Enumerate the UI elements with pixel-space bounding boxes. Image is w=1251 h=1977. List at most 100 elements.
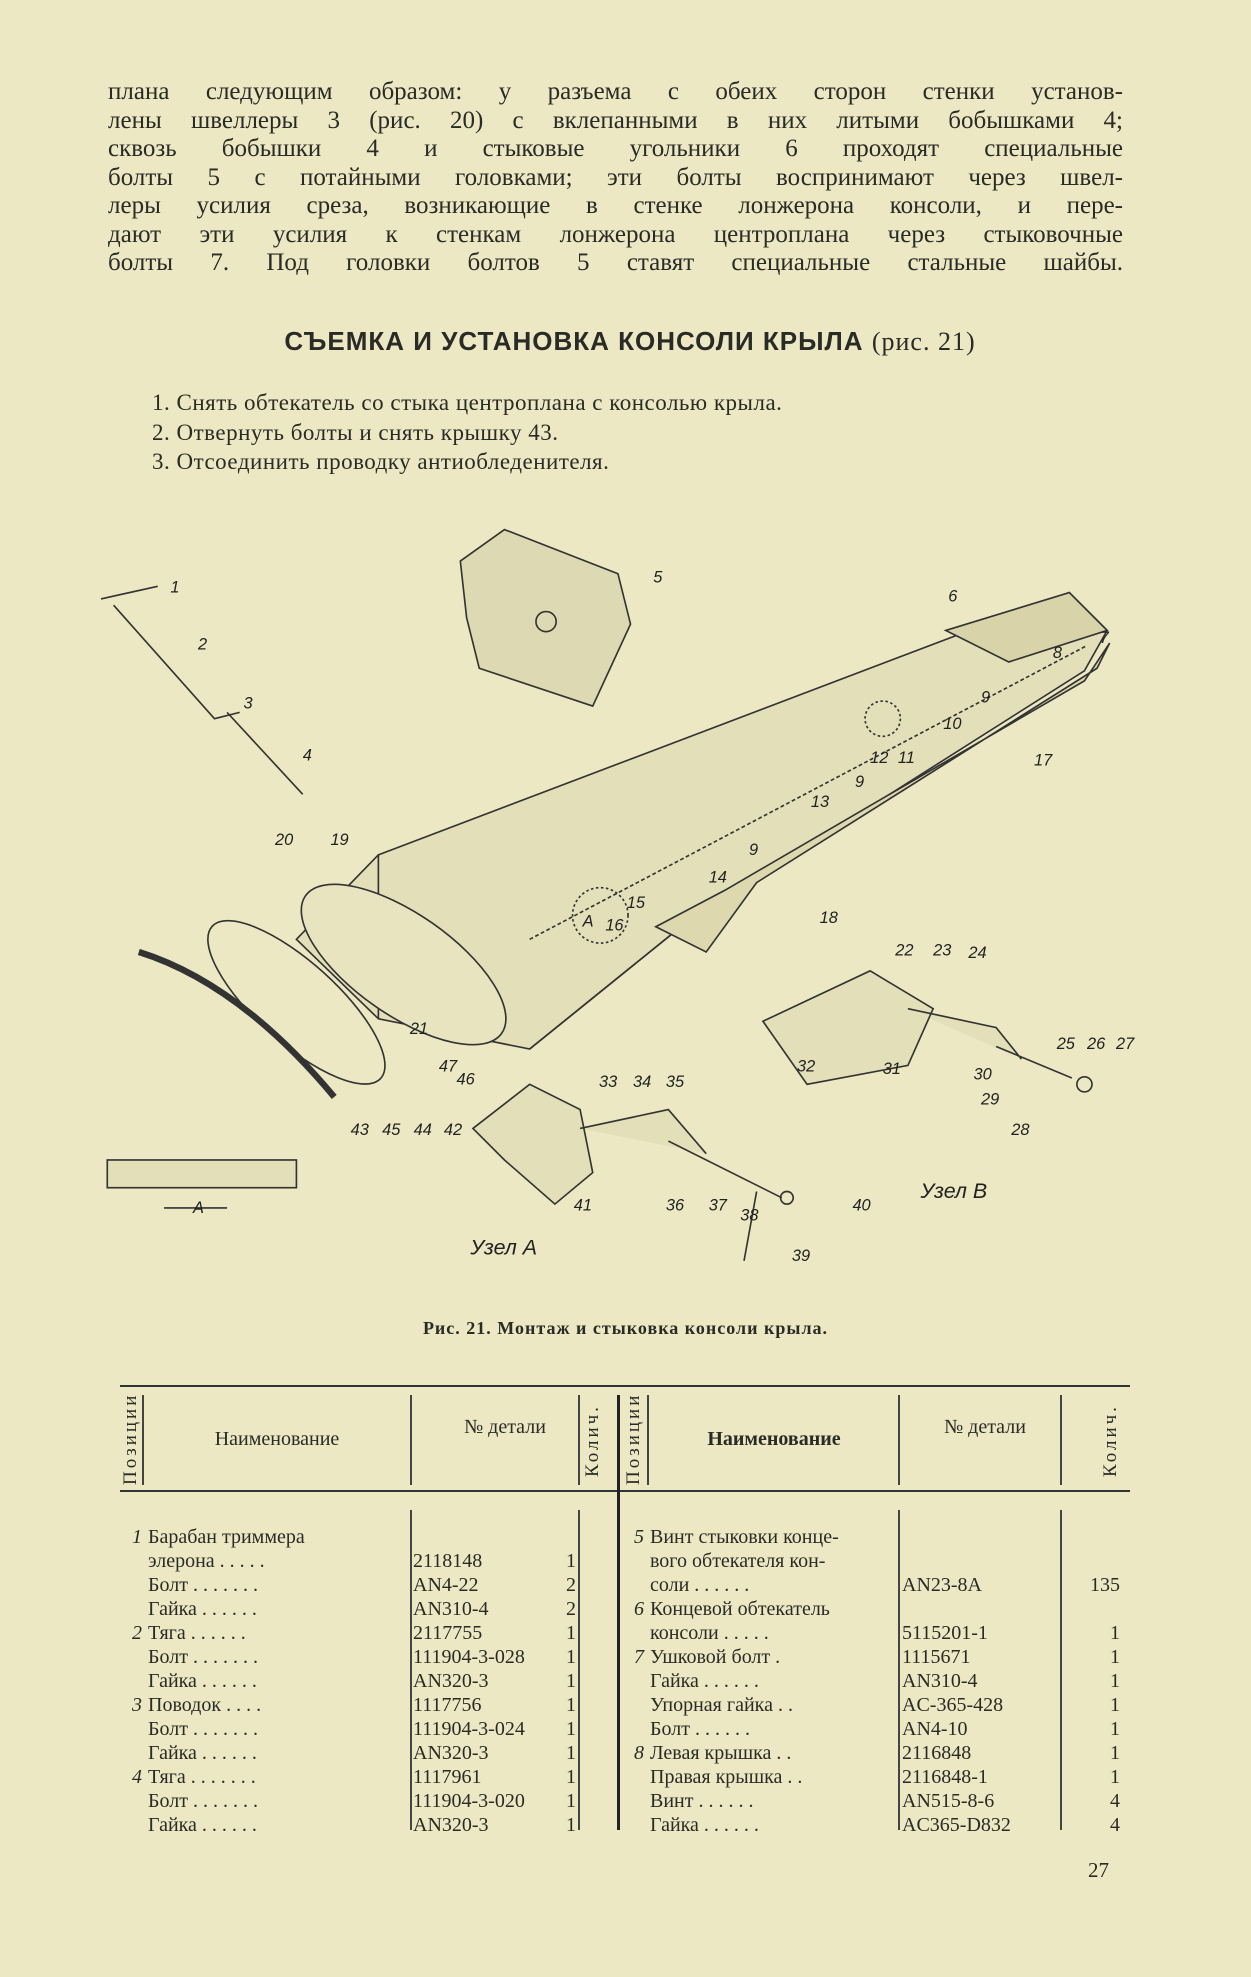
table-top-rule: [120, 1385, 1130, 1387]
callout-label: 3: [243, 695, 252, 713]
callout-label: 24: [967, 944, 986, 962]
quantity-cell: 2: [566, 1574, 576, 1596]
quantity-cell: 1: [566, 1550, 576, 1572]
column-divider: [410, 1395, 412, 1485]
quantity-cell: 1: [1110, 1766, 1120, 1788]
name-cell: соли . . . . . .: [650, 1574, 750, 1596]
callout-label: 26: [1086, 1035, 1106, 1053]
quantity-cell: 4: [1110, 1790, 1120, 1812]
figure-caption: Рис. 21. Монтаж и стыковка консоли крыла…: [422, 1318, 829, 1338]
name-cell: Винт стыковки конце-: [650, 1526, 839, 1548]
header-number: № детали: [944, 1416, 1026, 1438]
column-divider: [647, 1395, 649, 1485]
callout-label: 27: [1115, 1035, 1135, 1053]
text-line: сквозь бобышки 4 и стыковые угольники 6 …: [108, 135, 1123, 162]
quantity-cell: 1: [1110, 1646, 1120, 1668]
quantity-cell: 1: [566, 1766, 576, 1788]
callout-label: 10: [943, 715, 961, 733]
quantity-cell: 1: [566, 1646, 576, 1668]
name-cell: Концевой обтекатель: [650, 1598, 830, 1620]
table-row: соли . . . . . . AN23-8A 135: [620, 1573, 1120, 1597]
quantity-cell: 2: [566, 1598, 576, 1620]
name-cell: элерона . . . . .: [148, 1550, 265, 1572]
quantity-cell: 1: [1110, 1694, 1120, 1716]
name-cell: Болт . . . . . .: [650, 1718, 750, 1740]
column-divider: [898, 1510, 900, 1830]
wing-console: [295, 591, 1109, 1050]
part-number-cell: 2118148: [413, 1550, 483, 1572]
node-a-fitting: [471, 1083, 783, 1261]
part-number-cell: AN23-8A: [902, 1574, 982, 1596]
figure-reference: (рис. 21): [871, 327, 976, 356]
part-number-cell: AN320-3: [413, 1814, 489, 1836]
name-cell: Ушковой болт .: [650, 1646, 781, 1668]
page-number: 27: [1088, 1858, 1109, 1882]
callout-label: 13: [811, 793, 829, 811]
callout-label: 12: [870, 749, 888, 767]
header-qty: Колич.: [582, 1404, 603, 1478]
callout-label: 37: [709, 1196, 728, 1214]
quantity-cell: 1: [566, 1718, 576, 1740]
name-cell: Болт . . . . . . .: [148, 1574, 258, 1596]
table-header-rule: [120, 1490, 1130, 1492]
callout-label: 4: [303, 746, 312, 764]
callout-label: 8: [1053, 644, 1063, 662]
callout-label: 7: [1100, 629, 1110, 647]
callout-label: 35: [666, 1073, 685, 1091]
callout-label: 45: [382, 1121, 401, 1139]
figure-drawing: [100, 528, 1111, 1261]
callout-label: 18: [820, 909, 839, 927]
callout-label: 2: [197, 635, 207, 653]
quantity-cell: 135: [1090, 1574, 1120, 1596]
header-number: № детали: [464, 1416, 546, 1438]
position-cell: 8: [634, 1742, 644, 1764]
position-cell: 3: [132, 1694, 142, 1716]
callout-label: 16: [605, 917, 624, 935]
text-line: плана следующим образом: у разъема с обе…: [108, 78, 1123, 105]
callout-label: 20: [274, 831, 293, 849]
callout-label: 23: [932, 942, 951, 960]
column-divider: [578, 1510, 580, 1830]
quantity-cell: 1: [566, 1814, 576, 1836]
quantity-cell: 1: [566, 1622, 576, 1644]
callout-label: 31: [883, 1060, 901, 1078]
name-cell: Правая крышка . .: [650, 1766, 803, 1788]
text-line: лены швеллеры 3 (рис. 20) с вклепанными …: [108, 106, 1123, 134]
step-item: 2. Отвернуть болты и снять крышку 43.: [152, 419, 559, 445]
part-number-cell: AN4-22: [413, 1574, 479, 1596]
bolt-detail: [106, 1159, 298, 1189]
table-row: элерона . . . . . 2118148 1: [118, 1549, 618, 1573]
callout-label: 17: [1034, 751, 1053, 769]
name-cell: консоли . . . . .: [650, 1622, 769, 1644]
part-number-cell: AN515-8-6: [902, 1790, 995, 1812]
quantity-cell: 1: [1110, 1622, 1120, 1644]
steps-list: 1. Снять обтекатель со стыка центроплана…: [152, 388, 782, 477]
quantity-cell: 1: [566, 1670, 576, 1692]
name-cell: Болт . . . . . . .: [148, 1718, 258, 1740]
callout-label: 25: [1056, 1035, 1076, 1053]
center-divider: [617, 1395, 620, 1830]
callout-label: 9: [749, 841, 758, 859]
name-cell: Гайка . . . . . .: [148, 1598, 257, 1620]
callout-label: А: [582, 913, 594, 931]
name-cell: Болт . . . . . . .: [148, 1646, 258, 1668]
quantity-cell: 1: [566, 1790, 576, 1812]
callout-label: 47: [439, 1058, 458, 1076]
node-b-fitting: [761, 969, 1073, 1086]
